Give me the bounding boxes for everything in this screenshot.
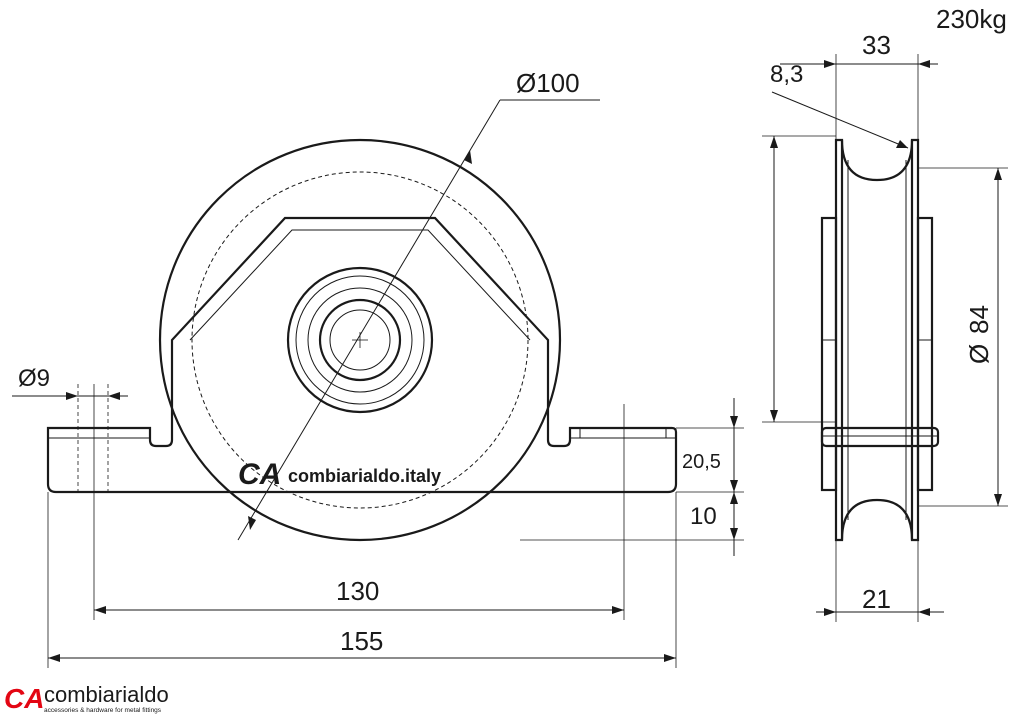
side-view: 33 8,3 84 Ø 21 xyxy=(762,30,1008,622)
groove-top xyxy=(840,139,914,182)
watermark-text: combiarialdo.italy xyxy=(288,466,441,486)
bracket-inner-edge xyxy=(189,229,531,341)
bearing-ring-3 xyxy=(307,287,413,393)
length-arrow-left xyxy=(48,654,60,662)
width-arrow-right xyxy=(918,60,930,68)
hub-width-label: 21 xyxy=(862,584,891,614)
wheel-arrow-top xyxy=(730,492,738,504)
diameter-leader xyxy=(237,99,501,541)
plate-height-label: 20,5 xyxy=(682,451,721,473)
front-view: Ø100 Ø9 20,5 10 130 155 xyxy=(12,68,744,668)
watermark-mark: CA xyxy=(238,458,281,491)
bearing-ring-4 xyxy=(318,298,402,382)
spacing-arrow-right xyxy=(612,606,624,614)
groove-diameter-symbol: Ø xyxy=(964,344,994,364)
wheel-groove-circle xyxy=(191,171,529,509)
footer-logo-mark: CA xyxy=(4,683,44,714)
plate-arrow-bottom xyxy=(730,480,738,492)
bracket-plate-right xyxy=(916,216,934,492)
wheel-arrow-bottom xyxy=(730,528,738,540)
groove-radius-arrow xyxy=(896,140,908,148)
bearing-ring-2 xyxy=(295,275,425,405)
hub-arrow-left xyxy=(824,608,836,616)
groove-diameter-label: 84 xyxy=(964,305,994,334)
groove-radius-leader xyxy=(771,91,909,149)
wheel-width-label: 33 xyxy=(862,30,891,60)
footer-logo: CA combiarialdo accessories & hardware f… xyxy=(4,682,169,714)
groove-radius-label: 8,3 xyxy=(770,61,803,88)
wheel-diameter-label: Ø100 xyxy=(516,68,580,98)
bracket-housing xyxy=(46,216,678,494)
hole-spacing-label: 130 xyxy=(336,576,379,606)
plate-arrow-top xyxy=(730,416,738,428)
diameter-arrow-top xyxy=(464,150,472,164)
hole-arrow-left xyxy=(66,392,78,400)
hole-diameter-label: Ø9 xyxy=(18,365,50,392)
wheel-below-label: 10 xyxy=(690,503,717,530)
hub-arrow-right xyxy=(918,608,930,616)
bearing-outer xyxy=(286,266,434,414)
hole-arrow-right xyxy=(108,392,120,400)
axle-hole xyxy=(329,309,391,371)
footer-logo-name: combiarialdo xyxy=(44,682,169,707)
base-plate-side xyxy=(820,426,940,448)
groove-arrow-top xyxy=(994,168,1002,180)
width-arrow-left xyxy=(824,60,836,68)
length-arrow-right xyxy=(664,654,676,662)
groove-bottom xyxy=(840,498,914,541)
groove-arrow-bottom xyxy=(994,494,1002,506)
plate-length-label: 155 xyxy=(340,626,383,656)
height-arrow-bottom xyxy=(770,410,778,422)
bracket-plate-left xyxy=(820,216,838,492)
wheel-outer-circle xyxy=(158,138,562,542)
diameter-arrow-bottom xyxy=(248,516,256,530)
footer-logo-tagline: accessories & hardware for metal fitting… xyxy=(44,707,162,714)
load-rating: 230kg xyxy=(936,4,1007,34)
spacing-arrow-left xyxy=(94,606,106,614)
plate-slot-right xyxy=(579,427,667,439)
height-arrow-top xyxy=(770,136,778,148)
watermark-logo: CA combiarialdo.italy xyxy=(238,458,441,491)
